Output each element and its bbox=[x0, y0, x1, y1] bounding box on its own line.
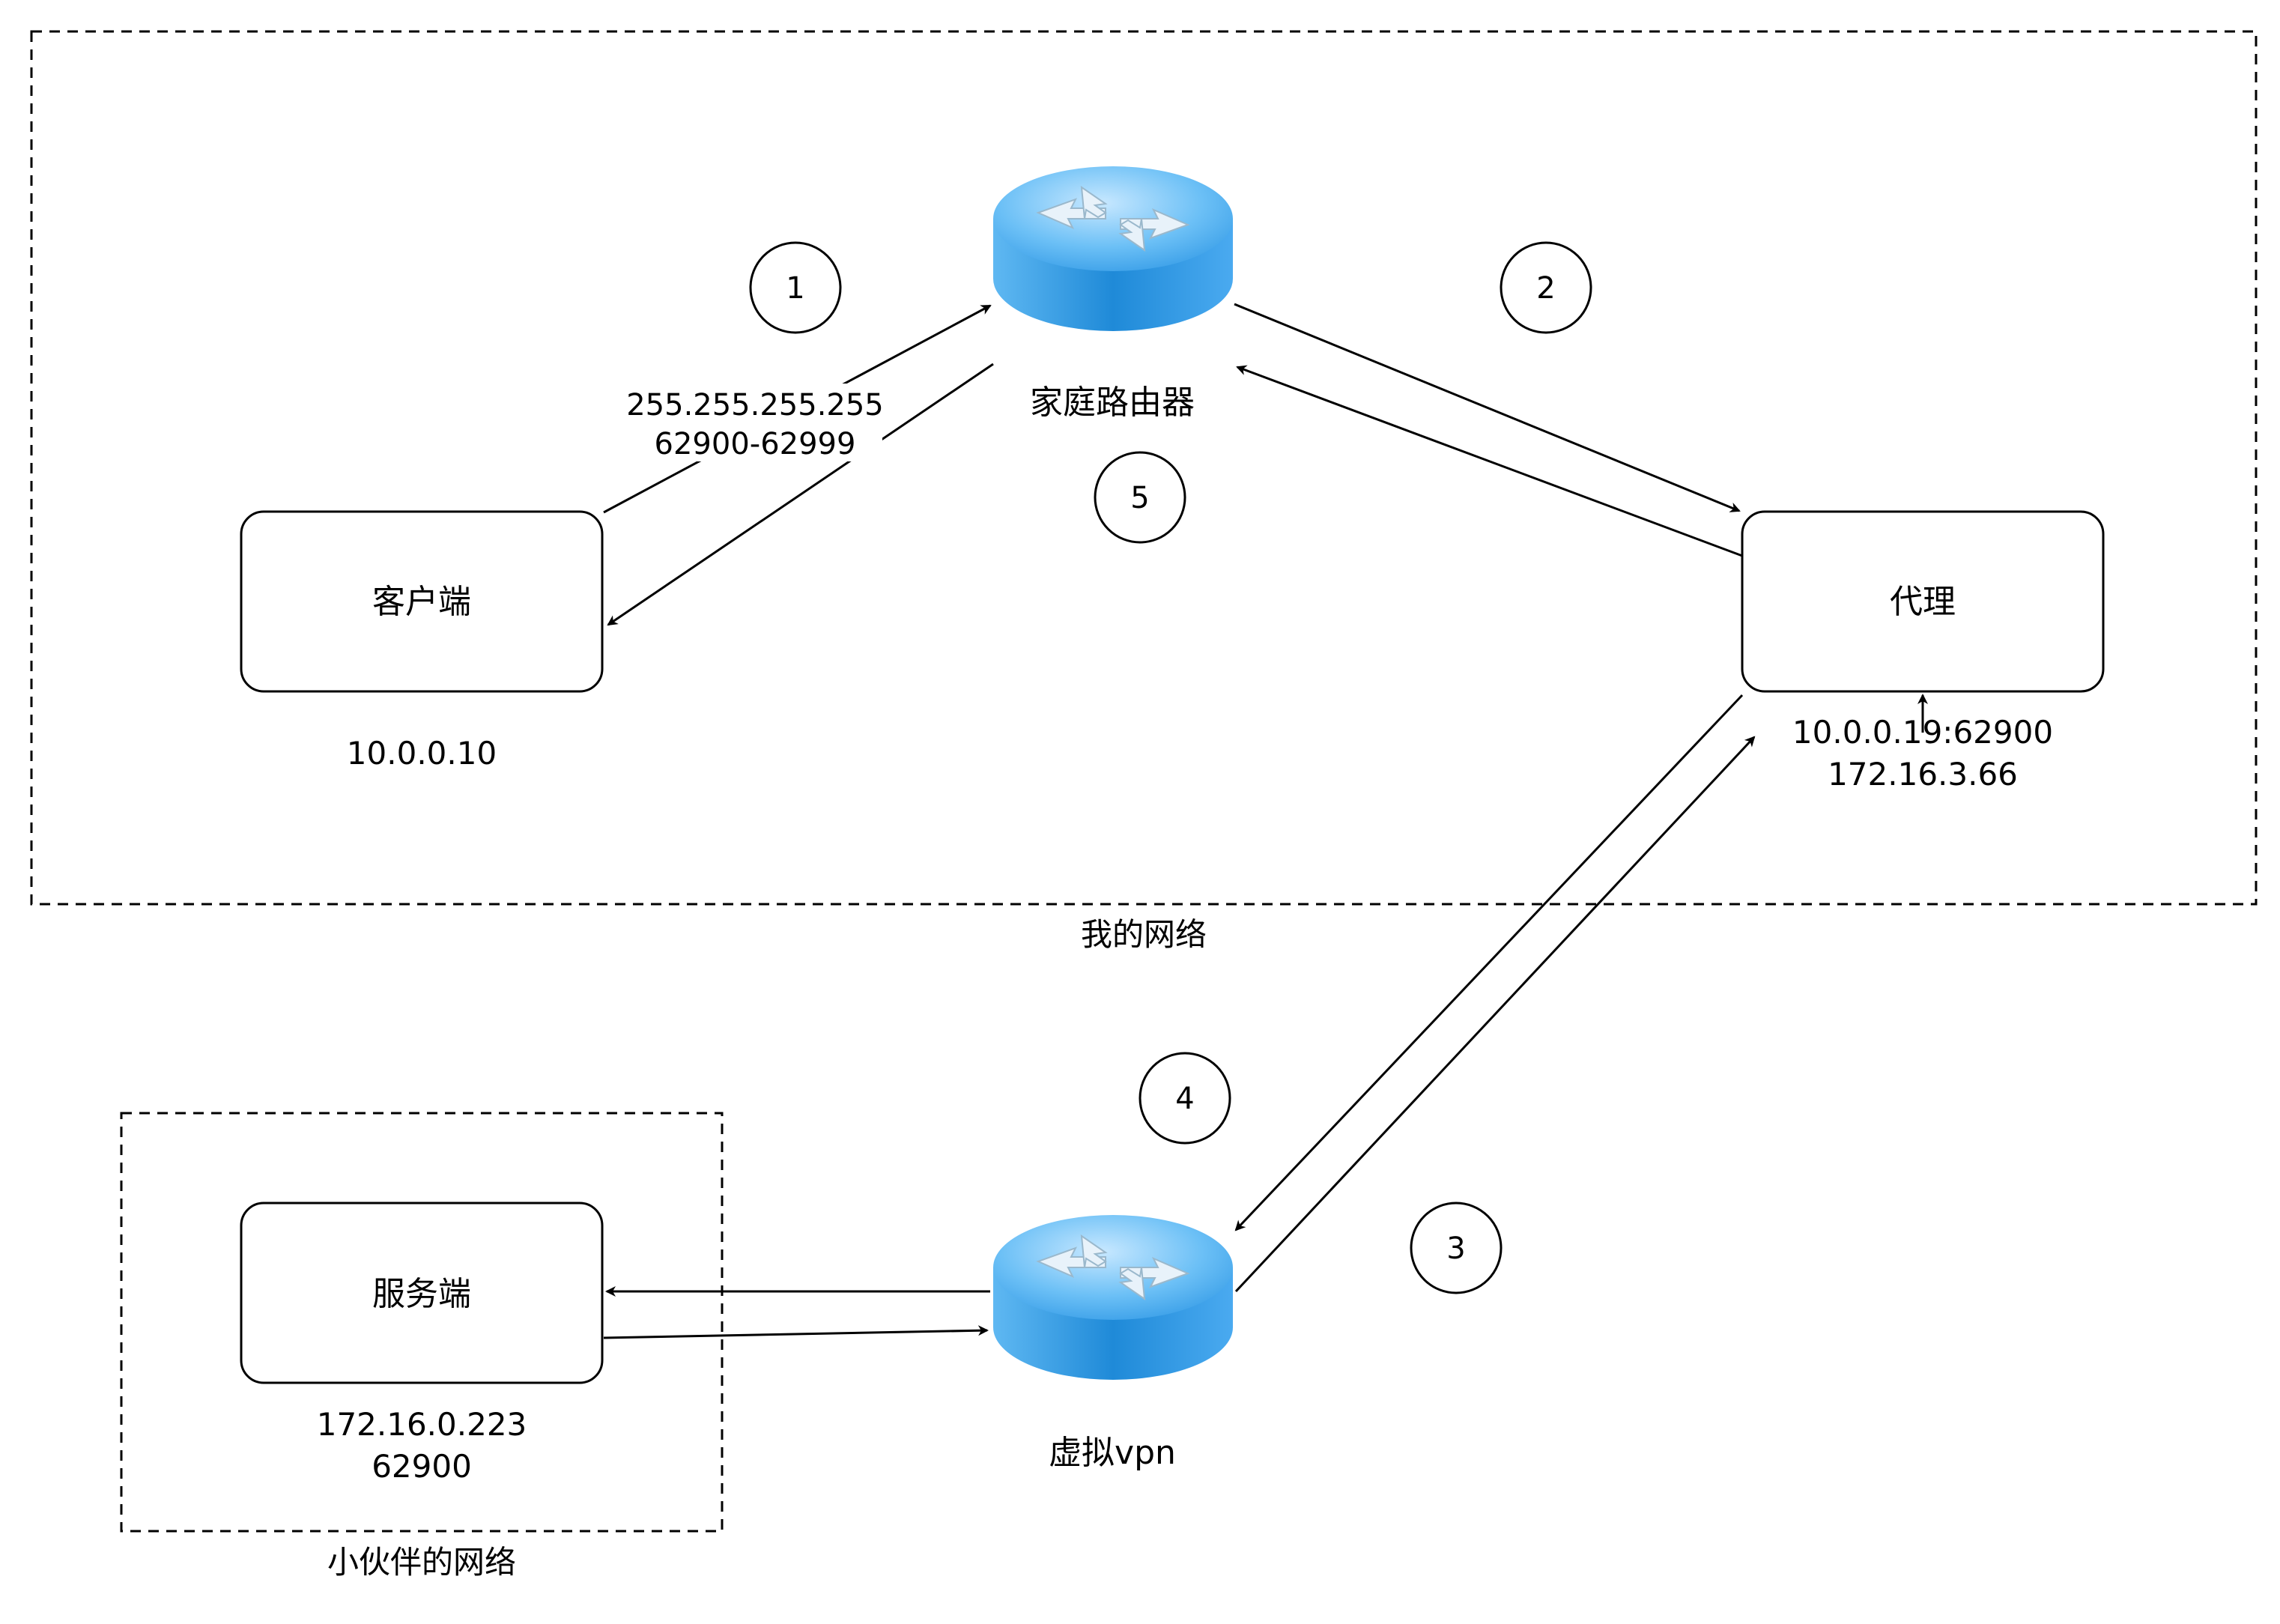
step-circle-1: 1 bbox=[749, 241, 842, 334]
proxy-node[interactable]: 代理 bbox=[1741, 510, 2105, 693]
proxy-label: 代理 bbox=[1890, 583, 1956, 621]
svg-text:3: 3 bbox=[1446, 1231, 1465, 1266]
proxy-address-line2: 172.16.3.66 bbox=[1828, 756, 2018, 793]
svg-text:4: 4 bbox=[1175, 1082, 1194, 1116]
server-address-line1: 172.16.0.223 bbox=[317, 1406, 527, 1443]
partner-network-label: 小伙伴的网络 bbox=[327, 1544, 516, 1581]
client-label: 客户端 bbox=[372, 583, 471, 621]
edge-vpn-to-proxy bbox=[1234, 736, 1756, 1293]
svg-text:5: 5 bbox=[1130, 481, 1149, 515]
server-node[interactable]: 服务端 bbox=[240, 1202, 604, 1384]
step-circle-2: 2 bbox=[1500, 241, 1592, 334]
edge-label-port-range: 62900-62999 bbox=[655, 427, 856, 461]
step-circle-3: 3 bbox=[1410, 1202, 1503, 1294]
partner-network-group bbox=[120, 1112, 724, 1533]
edge-label-bg bbox=[628, 384, 882, 461]
step-circle-4: 4 bbox=[1139, 1052, 1231, 1145]
edge-proxy-to-vpn bbox=[1234, 694, 1744, 1231]
edge-router-to-proxy bbox=[1234, 303, 1741, 512]
edges bbox=[603, 303, 1928, 1339]
client-node[interactable]: 客户端 bbox=[240, 510, 604, 693]
edge-label-broadcast: 255.255.255.255 bbox=[626, 388, 884, 422]
svg-text:2: 2 bbox=[1536, 271, 1555, 306]
home-router-icon[interactable] bbox=[992, 166, 1234, 332]
home-router-label: 家庭路由器 bbox=[1030, 384, 1195, 422]
my-network-label: 我的网络 bbox=[1081, 916, 1207, 953]
edge-router-to-client bbox=[607, 363, 994, 626]
vpn-router-icon[interactable] bbox=[992, 1214, 1234, 1381]
edge-server-to-vpn bbox=[603, 1325, 989, 1339]
my-network-group bbox=[30, 30, 2258, 906]
vpn-router-label: 虚拟vpn bbox=[1049, 1434, 1176, 1472]
server-address-line2: 62900 bbox=[372, 1448, 472, 1485]
server-label: 服务端 bbox=[372, 1275, 471, 1313]
edge-proxy-to-router bbox=[1236, 365, 1743, 557]
svg-text:1: 1 bbox=[786, 271, 804, 306]
step-circle-5: 5 bbox=[1094, 451, 1186, 544]
client-address: 10.0.0.10 bbox=[347, 735, 497, 772]
